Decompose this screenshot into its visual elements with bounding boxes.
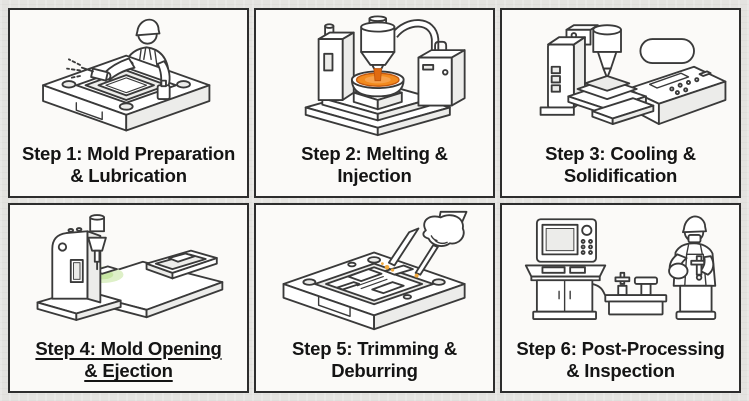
- deburring-pick: [414, 244, 439, 277]
- step4-caption: Step 4: Mold Opening & Ejection: [31, 338, 225, 391]
- mold-preparation-illustration: [41, 19, 210, 132]
- step4-illustration-area: [10, 205, 247, 338]
- step2-caption: Step 2: Melting & Injection: [297, 143, 452, 196]
- furnace-column: [317, 23, 355, 102]
- step6-illustration-area: [502, 205, 739, 338]
- step5-caption-line2: Deburring: [331, 360, 418, 382]
- step1-caption-line1: Step 1: Mold Preparation: [21, 142, 236, 164]
- step1-caption: Step 1: Mold Preparation & Lubrication: [18, 143, 239, 196]
- step1-illustration-area: [10, 10, 247, 143]
- step5-caption-line1: Step 5: Trimming &: [292, 337, 457, 359]
- lubricant-bottle: [156, 84, 171, 101]
- step6-caption: Step 6: Post-Processing & Inspection: [512, 338, 728, 391]
- hardness-tester: [603, 272, 667, 316]
- step-panel-2: Step 2: Melting & Injection: [254, 8, 495, 198]
- cooling-mold-stack: [566, 75, 654, 126]
- step4-caption-line1: Step 4: Mold Opening: [35, 337, 222, 359]
- step6-caption-line2: & Inspection: [566, 360, 675, 382]
- trimming-hand: [380, 211, 467, 279]
- step3-caption: Step 3: Cooling & Solidification: [541, 143, 700, 196]
- molten-stream: [373, 68, 382, 82]
- step6-caption-line1: Step 6: Post-Processing: [516, 337, 725, 359]
- inspected-part: [667, 263, 688, 280]
- step3-illustration-area: [502, 10, 739, 143]
- crucible-molten-metal: [350, 68, 405, 98]
- step-panel-1: Step 1: Mold Preparation & Lubrication: [8, 8, 249, 198]
- mold-opening-ejection-illustration: [36, 214, 223, 322]
- step-panel-3: Step 3: Cooling & Solidification: [500, 8, 741, 198]
- spark: [384, 265, 389, 271]
- hydraulic-cylinder: [638, 38, 695, 65]
- step2-caption-line2: Injection: [337, 165, 412, 187]
- cooling-solidification-illustration: [539, 24, 726, 126]
- step1-caption-line2: & Lubrication: [70, 165, 187, 187]
- step-panel-6: Step 6: Post-Processing & Inspection: [500, 203, 741, 393]
- injection-vessel: [359, 15, 395, 72]
- trimming-deburring-illustration: [282, 211, 467, 331]
- inspection-console: [524, 218, 612, 321]
- step4-caption-line2: & Ejection: [84, 360, 173, 382]
- step-panel-4: Step 4: Mold Opening & Ejection: [8, 203, 249, 393]
- spray-mist: [65, 58, 81, 80]
- step-panel-5: Step 5: Trimming & Deburring: [254, 203, 495, 393]
- inspector-person: [667, 215, 716, 321]
- melting-injection-illustration: [304, 15, 466, 137]
- auxiliary-cabinet: [417, 41, 466, 107]
- step3-caption-line1: Step 3: Cooling &: [545, 142, 696, 164]
- step2-caption-line1: Step 2: Melting &: [301, 142, 448, 164]
- ejection-machine: [50, 214, 107, 304]
- step3-caption-line2: Solidification: [563, 165, 678, 187]
- open-mold-frame: [145, 250, 218, 280]
- step2-illustration-area: [256, 10, 493, 143]
- worker-cap: [134, 19, 160, 37]
- trimming-knife: [387, 227, 419, 267]
- cast-part: [383, 264, 414, 277]
- trim-plate: [282, 252, 466, 331]
- step5-illustration-area: [256, 205, 493, 338]
- post-processing-inspection-illustration: [524, 215, 716, 321]
- spray-gun: [89, 68, 109, 82]
- inspector-cap: [681, 215, 707, 234]
- press-spindle: [591, 24, 622, 80]
- step5-caption: Step 5: Trimming & Deburring: [288, 338, 461, 391]
